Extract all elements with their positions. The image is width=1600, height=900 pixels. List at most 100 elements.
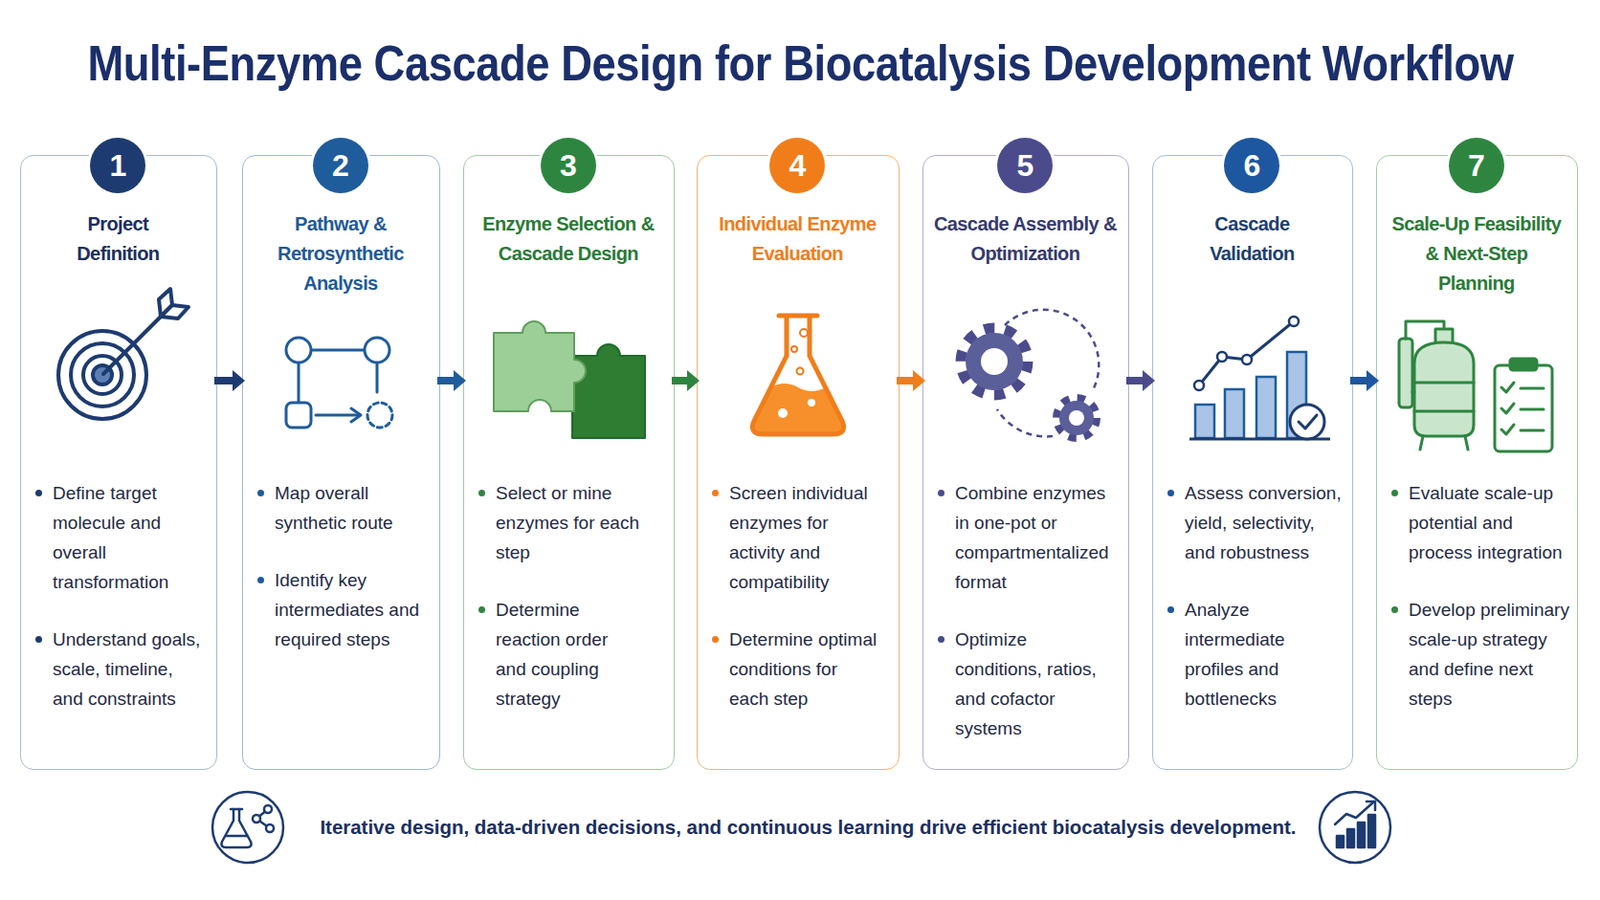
bullet-dot <box>35 489 43 497</box>
bullet-dot <box>711 636 719 644</box>
step-number: 7 <box>1467 150 1486 181</box>
puzzle-icon-part <box>572 344 645 439</box>
step-number-badge: 2 <box>312 137 369 194</box>
step-card: Pathway & Retrosynthetic AnalysisMap ove… <box>242 155 441 771</box>
step-number-badge: 5 <box>997 137 1053 194</box>
footer-lab-icon-part <box>266 824 274 833</box>
reactor-icon-part <box>1501 424 1514 435</box>
gears-icon-part <box>1059 400 1094 436</box>
chart-icon-part <box>1189 438 1331 442</box>
footer-lab-icon-part <box>256 819 270 829</box>
footer-lab-icon-part <box>225 835 247 839</box>
footer-growth-icon-part <box>1357 822 1365 848</box>
pathway-icon-part <box>351 408 361 423</box>
diagram-caption: Iterative design, data-driven decisions,… <box>319 813 1296 843</box>
bullet-item: Develop preliminary scale-up strategy an… <box>1377 595 1574 714</box>
chart-icon-part <box>1194 380 1204 391</box>
reactor-icon-part <box>1520 408 1544 412</box>
reactor-icon-part <box>1520 429 1544 433</box>
bullet-list: Define target molecule and overall trans… <box>21 478 206 742</box>
step-card: Project DefinitionDefine target molecule… <box>20 155 218 771</box>
bullet-item: Analyze intermediate profiles and bottle… <box>1153 595 1346 714</box>
gears-icon-part <box>1056 398 1097 439</box>
pathway-icon-part <box>286 402 312 428</box>
step-number: 3 <box>559 150 578 181</box>
bullet-list: Select or mine enzymes for each stepDete… <box>464 478 640 742</box>
bullet-dot <box>937 636 945 644</box>
step-card: Individual Enzyme EvaluationScreen indiv… <box>696 155 900 771</box>
target-icon-part <box>83 355 122 395</box>
step-heading: Individual Enzyme Evaluation <box>701 209 893 269</box>
pathway-icon-part <box>297 362 301 403</box>
puzzle-icon-part <box>493 321 586 412</box>
bullet-text: Understand goals, scale, timeline, and c… <box>52 624 206 714</box>
target-icon-part <box>158 288 173 317</box>
chart-icon-part <box>1287 352 1307 439</box>
step-number-badge: 7 <box>1448 137 1505 194</box>
bullet-item: Optimize conditions, ratios, and cofacto… <box>923 624 1116 744</box>
flow-arrow <box>1126 370 1156 392</box>
footer-lab-icon-part <box>252 815 261 823</box>
reactor-icon-part <box>1405 321 1445 339</box>
bullet-text: Analyze intermediate profiles and bottle… <box>1184 595 1346 714</box>
bullet-item: Screen individual enzymes for activity a… <box>697 478 880 598</box>
bullet-list: Combine enzymes in one-pot or compartmen… <box>923 478 1116 772</box>
pathway-icon-part <box>315 414 359 418</box>
reactor-icon <box>1399 321 1553 452</box>
step-number-badge: 3 <box>540 137 597 194</box>
step-card: Scale-Up Feasibility & Next-Step Plannin… <box>1376 155 1578 771</box>
bullet-text: Combine enzymes in one-pot or compartmen… <box>955 478 1116 598</box>
bullet-text: Select or mine enzymes for each step <box>495 478 640 568</box>
flask-icon-part <box>778 313 818 319</box>
footer-growth-icon-part <box>1334 801 1375 825</box>
footer-lab-icon-part <box>212 792 284 864</box>
bullet-item: Map overall synthetic route <box>243 478 428 538</box>
pathway-icon-part <box>286 337 312 363</box>
flask-icon-part <box>752 315 844 435</box>
bullet-text: Optimize conditions, ratios, and cofacto… <box>955 624 1116 744</box>
step-number-badge: 6 <box>1223 137 1280 194</box>
pathway-icon-part <box>311 349 365 353</box>
footer-lab-icon-part <box>222 809 252 848</box>
reactor-icon-part <box>1494 365 1553 452</box>
reactor-icon-part <box>1420 436 1423 450</box>
step-heading: Project Definition <box>45 209 190 269</box>
bullet-item: Assess conversion, yield, selectivity, a… <box>1153 478 1346 568</box>
bullet-list: Assess conversion, yield, selectivity, a… <box>1153 478 1346 742</box>
step-card: Cascade ValidationAssess conversion, yie… <box>1152 155 1354 771</box>
reactor-icon-part <box>1399 338 1413 408</box>
flask-icon-part <box>752 383 844 435</box>
reactor-icon-part <box>1510 358 1537 371</box>
bullet-dot <box>1391 489 1399 497</box>
pathway-icon-part <box>364 337 390 363</box>
bullet-text: Determine optimal conditions for each st… <box>729 624 880 714</box>
flask-icon <box>752 315 844 435</box>
step-heading: Enzyme Selection & Cascade Design <box>472 209 665 269</box>
target-icon-part <box>70 343 134 407</box>
footer-lab-icon-part <box>264 805 272 814</box>
bullet-text: Determine reaction order and coupling st… <box>495 595 640 714</box>
bullet-item: Evaluate scale-up potential and process … <box>1377 478 1574 568</box>
reactor-icon-part <box>1414 381 1474 385</box>
pathway-icon-part <box>376 362 379 393</box>
bullet-item: Select or mine enzymes for each step <box>464 478 640 568</box>
flask-icon-part <box>777 408 788 419</box>
target-icon-part <box>58 331 147 420</box>
flask-icon-part <box>797 368 804 376</box>
flask-icon-part <box>800 329 808 337</box>
footer-growth-icon-part <box>1319 792 1391 864</box>
step-heading: Pathway & Retrosynthetic Analysis <box>249 209 432 299</box>
step-number-badge: 4 <box>769 137 825 194</box>
step-number: 2 <box>332 150 350 181</box>
chart-icon-part <box>1288 316 1299 327</box>
bullet-item: Determine optimal conditions for each st… <box>697 624 880 714</box>
bullet-dot <box>257 577 265 584</box>
target-icon-part <box>92 365 112 385</box>
chart-icon-part <box>1199 321 1294 386</box>
gears-icon-part <box>980 348 1008 376</box>
puzzle-icon <box>493 321 645 439</box>
target-icon <box>58 288 189 420</box>
step-number-badge: 1 <box>89 137 146 194</box>
reactor-icon-part <box>1520 387 1544 391</box>
